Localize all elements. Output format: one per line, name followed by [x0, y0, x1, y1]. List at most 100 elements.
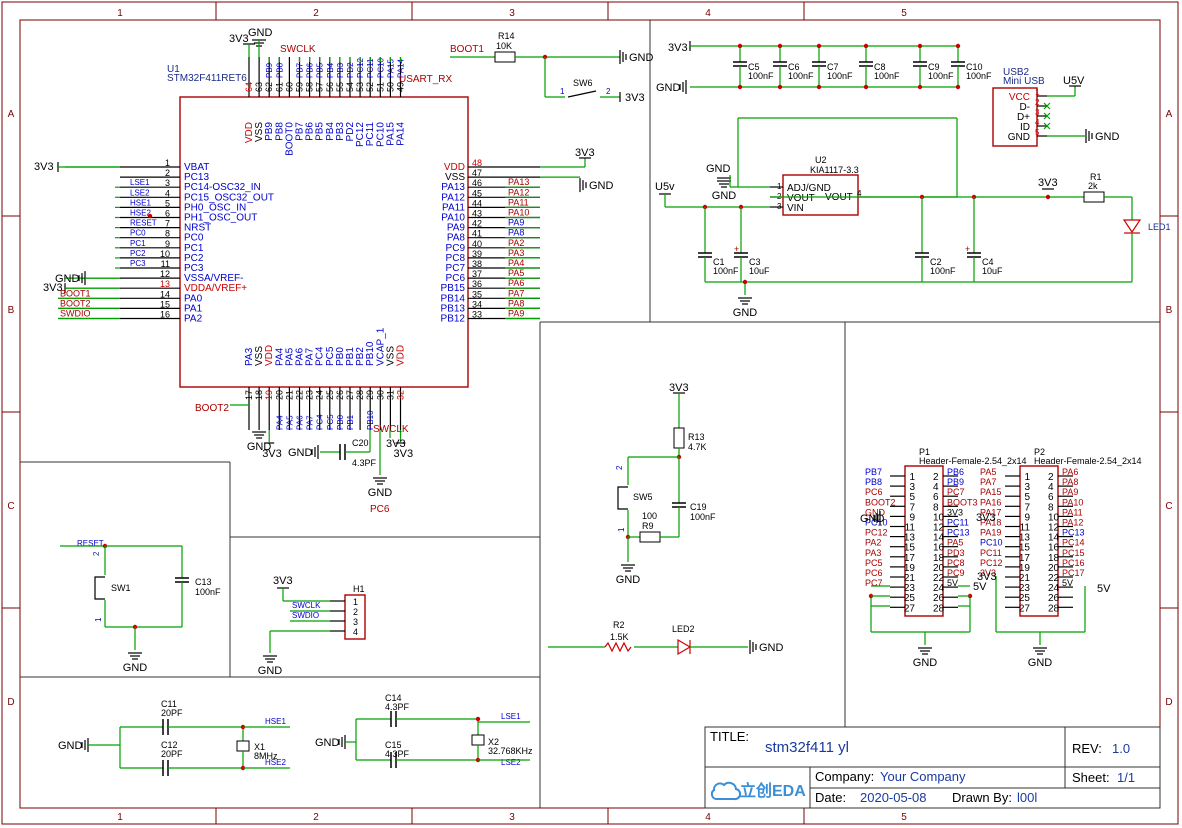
net-label: PA11: [508, 197, 529, 207]
net-label: PB9: [947, 477, 964, 487]
h1-pin-number: 2: [353, 607, 358, 617]
u1-pin-name: PB0: [335, 347, 346, 366]
p2-pin-number: 2: [1048, 472, 1054, 483]
frame-inner: [19, 19, 1161, 809]
drawn-value: l00l: [1017, 790, 1037, 805]
u1-pin-name: PA11: [442, 202, 465, 213]
net-label-boot1: BOOT1: [450, 44, 484, 55]
net-label: HSE1: [130, 198, 151, 207]
p1-pin-number: 22: [933, 573, 945, 584]
net-label: LSE2: [501, 758, 521, 767]
u1-pin-name: PA4: [274, 347, 285, 366]
p2-pin-number: 22: [1048, 573, 1060, 584]
ground-label: GND: [55, 273, 80, 285]
u1-pin-number: 53: [355, 82, 365, 92]
u1-pin-name: PB5: [315, 122, 326, 141]
net-label: SWDIO: [60, 309, 91, 319]
c20-ref: C20: [352, 438, 369, 448]
cap-ref: C2: [930, 257, 942, 267]
u1-pin-number: 64: [244, 82, 254, 92]
net-label: PA11: [1062, 507, 1083, 517]
u1-pin-name: PB14: [441, 293, 466, 304]
company-value: Your Company: [880, 769, 966, 784]
u1-pin-name: PA14: [396, 122, 407, 146]
u1-pin-number: 17: [244, 390, 254, 400]
rev-value: 1.0: [1112, 741, 1130, 756]
u1-pin-name: PB8: [274, 122, 285, 141]
net-label: PC13: [947, 528, 970, 538]
u1-pin-number: 46: [472, 178, 482, 188]
ground-icon: [579, 178, 587, 193]
p1-pin-number: 3: [909, 482, 915, 493]
usb-pin-number: 3: [1035, 108, 1040, 117]
u1-pin-number: 1: [165, 158, 170, 168]
net-label: PC11: [947, 518, 969, 528]
net-label: PC9: [947, 568, 965, 578]
ground-label: GND: [1028, 657, 1053, 669]
u1-pin-name: VDD: [264, 345, 275, 366]
u1-part: STM32F411RET6: [167, 73, 247, 84]
eda-logo-icon: [710, 781, 742, 801]
row-mark-left: D: [7, 697, 14, 708]
usb-pin-number: 2: [1035, 98, 1040, 107]
net-label: PB10: [366, 410, 375, 430]
u2-ref: U2: [815, 155, 827, 165]
net-label: PA6: [296, 415, 305, 430]
usb-pin-number: 1: [1035, 88, 1040, 97]
col-mark-top: 4: [705, 8, 711, 19]
u1-pin-number: 48: [472, 158, 482, 168]
u1-pin-name: PA8: [447, 233, 466, 244]
h1-body: [344, 594, 366, 640]
p1-pin-number: 23: [904, 583, 916, 594]
resistor-body: [673, 427, 685, 449]
cap-ref: C3: [749, 257, 761, 267]
u1-pin-name: PA7: [305, 347, 316, 366]
ground-label: GND: [368, 487, 393, 499]
p2-pin-number: 1: [1024, 472, 1030, 483]
net-label: PA9: [508, 218, 524, 228]
u1-pin-name: VSS: [254, 346, 265, 366]
ground-label: GND: [123, 662, 148, 674]
net-label: PC11: [366, 58, 375, 78]
net-label: 5V: [1097, 583, 1111, 595]
p2-pin-number: 12: [1048, 523, 1060, 534]
net-label: PC6: [865, 568, 883, 578]
u1-pin-number: 52: [365, 82, 375, 92]
led1-icon: [1122, 219, 1142, 234]
r13-ref: R13: [688, 432, 705, 442]
no-connect-icon: [1043, 122, 1051, 130]
p1-pin-number: 13: [904, 533, 916, 544]
junction-dot: [147, 213, 153, 219]
junction-dot: [737, 84, 743, 90]
usb-pin-number: 5: [1035, 128, 1040, 137]
junction-dot: [742, 279, 748, 285]
ground-icon: [1085, 129, 1093, 143]
u1-pin-number: 58: [305, 82, 315, 92]
u1-pin-name: BOOT0: [284, 122, 295, 156]
ground-label: GND: [656, 82, 681, 94]
net-label: RESET: [130, 219, 157, 228]
cap-value: 100nF: [928, 71, 954, 81]
pin-num: 2: [92, 551, 101, 556]
net-label: PC5: [326, 414, 335, 430]
p2-pin-number: 21: [1019, 573, 1031, 584]
p1-pin-number: 28: [933, 603, 945, 614]
ground-label: GND: [860, 513, 885, 525]
usb-pin-name: D-: [1019, 102, 1030, 113]
net-label: PC12: [980, 558, 1003, 568]
net-label: PC10: [376, 57, 385, 78]
usb-pin-name: ID: [1020, 122, 1030, 133]
ground-label: GND: [733, 307, 758, 319]
u1-pin-name: VSS: [385, 346, 396, 366]
u1-pin-name: PA1: [184, 303, 203, 314]
col-mark-top: 3: [509, 8, 515, 19]
u1-pin-name: PA0: [184, 293, 203, 304]
u1-pin-name: VDD: [244, 122, 255, 143]
net-label: PC4: [316, 414, 325, 430]
net-label: HSE2: [265, 758, 286, 767]
u1-pin-name: PA12: [441, 192, 465, 203]
ground-label: GND: [248, 27, 273, 39]
net-label: LSE2: [130, 188, 150, 197]
p1-ref: P1: [919, 447, 930, 457]
